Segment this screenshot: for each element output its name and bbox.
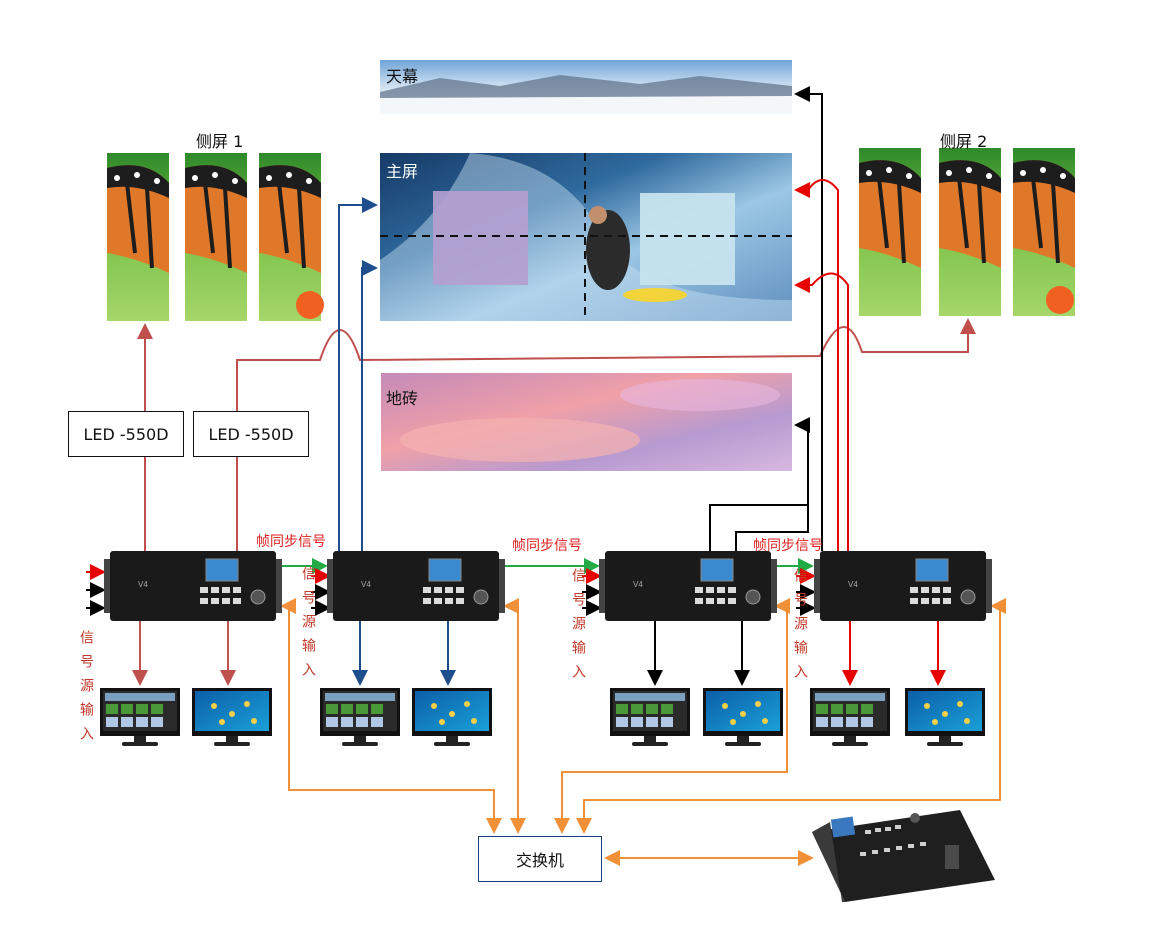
monitor-4b	[905, 688, 985, 746]
processor-3	[598, 550, 778, 622]
sky-screen	[380, 60, 792, 114]
monitor-4a	[810, 688, 890, 746]
side-screen-2-label: 侧屏 2	[940, 132, 988, 151]
side-screen-2	[857, 146, 1077, 318]
monitor-2b	[412, 688, 492, 746]
main-window-cyan	[640, 193, 735, 285]
main-screen	[380, 153, 792, 321]
source-input-label-2: 信号源输入	[300, 566, 316, 686]
led-converter-1: LED -550D	[68, 411, 184, 457]
network-switch: 交换机	[478, 836, 602, 882]
monitor-1a	[100, 688, 180, 746]
source-input-label-4: 信号源输入	[792, 568, 808, 688]
monitor-2a	[320, 688, 400, 746]
floor-screen-label: 地砖	[386, 389, 419, 408]
floor-screen	[381, 373, 792, 471]
side-screen-1-label: 侧屏 1	[196, 132, 244, 151]
frame-sync-label-1: 帧同步信号	[256, 534, 326, 550]
source-input-label-3: 信号源输入	[570, 568, 586, 688]
frame-sync-label-2: 帧同步信号	[512, 538, 582, 554]
main-screen-label: 主屏	[386, 162, 419, 181]
processor-1	[103, 550, 283, 622]
monitor-3a	[610, 688, 690, 746]
processor-4	[813, 550, 993, 622]
monitor-1b	[192, 688, 272, 746]
processor-2	[326, 550, 506, 622]
main-window-purple	[433, 191, 528, 285]
side-screen-1	[105, 151, 324, 323]
sky-screen-label: 天幕	[386, 67, 419, 86]
frame-sync-label-3: 帧同步信号	[753, 538, 823, 554]
source-input-label-1: 信号源输入	[78, 630, 94, 750]
connections	[86, 86, 1006, 866]
control-console	[812, 810, 995, 902]
led-converter-2: LED -550D	[193, 411, 309, 457]
monitor-3b	[703, 688, 783, 746]
